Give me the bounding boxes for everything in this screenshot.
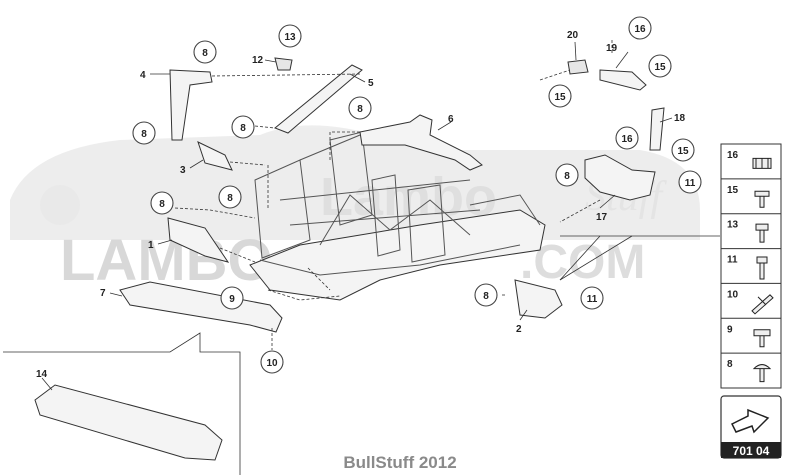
svg-text:8: 8 (483, 291, 489, 302)
legend-item-number: 9 (727, 324, 733, 335)
svg-text:15: 15 (677, 146, 689, 157)
diagram-code-box: 701 04 (720, 395, 782, 459)
watermark-main: LAMBO (60, 228, 273, 293)
arrow-icon (730, 408, 770, 434)
bolt-long-icon (756, 256, 768, 280)
svg-text:11: 11 (685, 178, 696, 189)
svg-text:9: 9 (229, 294, 235, 305)
label-6: 6 (448, 114, 454, 125)
svg-text:16: 16 (634, 24, 646, 35)
legend-row: 9 (721, 317, 781, 348)
legend-row: 16 (727, 150, 772, 169)
label-19: 19 (606, 43, 618, 54)
callout-16: 16 (628, 16, 652, 40)
legend-row: 13 (721, 213, 781, 243)
flange-bolt-icon (753, 329, 771, 348)
callout-15: 15 (671, 138, 695, 162)
part-17-bracket (584, 154, 656, 201)
label-2: 2 (516, 324, 522, 335)
callout-13: 13 (278, 24, 302, 48)
legend-row: 11 (721, 248, 781, 280)
grommet-icon (752, 157, 772, 169)
svg-text:8: 8 (202, 48, 208, 59)
callout-8: 8 (218, 185, 242, 209)
part-4-pillar (169, 69, 213, 141)
svg-text:13: 13 (284, 32, 296, 43)
callout-10: 10 (260, 350, 284, 374)
part-3-bracket (197, 141, 233, 171)
part-6-crossmember (359, 114, 483, 171)
bolt-washer-icon (751, 294, 774, 315)
label-18: 18 (674, 113, 686, 124)
legend-item-number: 11 (727, 255, 738, 266)
diagram-code: 701 04 (733, 444, 770, 458)
callout-8: 8 (231, 115, 255, 139)
label-5: 5 (368, 78, 374, 89)
callout-8: 8 (348, 96, 372, 120)
callout-8: 8 (132, 121, 156, 145)
part-5-strut (274, 64, 363, 134)
inset-part-14 (3, 332, 241, 475)
flange-screw-icon (752, 364, 772, 383)
callout-8: 8 (474, 283, 498, 307)
bolt-icon (755, 223, 769, 243)
svg-text:10: 10 (266, 358, 278, 369)
footer-copyright: BullStuff 2012 (343, 453, 456, 472)
front-frame-assembly (249, 131, 546, 301)
callout-11: 11 (580, 286, 604, 310)
part-2-bracket (514, 279, 563, 319)
legend-row: 15 (721, 178, 781, 208)
part-7-front-beam (119, 281, 283, 333)
callout-15: 15 (648, 54, 672, 78)
part-19-arm (599, 69, 647, 91)
callout-8: 8 (193, 40, 217, 64)
legend-row: 8 (721, 352, 781, 383)
callout-16: 16 (615, 126, 639, 150)
callout-15: 15 (548, 84, 572, 108)
svg-text:15: 15 (654, 62, 666, 73)
svg-text:8: 8 (159, 199, 165, 210)
svg-text:11: 11 (587, 294, 598, 305)
svg-text:8: 8 (564, 171, 570, 182)
callout-8: 8 (555, 163, 579, 187)
label-4: 4 (140, 70, 146, 81)
svg-text:16: 16 (621, 134, 633, 145)
svg-text:8: 8 (357, 104, 363, 115)
legend-item-number: 15 (727, 185, 739, 196)
legend-item-number: 8 (727, 359, 733, 370)
label-20: 20 (567, 30, 579, 41)
callout-8: 8 (150, 191, 174, 215)
svg-text:15: 15 (554, 92, 566, 103)
hardware-legend: 16 15 13 11 10 9 8 (720, 143, 782, 389)
svg-text:8: 8 (141, 129, 147, 140)
legend-row: 10 (721, 282, 781, 315)
label-17: 17 (596, 212, 608, 223)
part-14-beam (34, 384, 223, 461)
screw-icon (754, 190, 770, 208)
legend-item-number: 13 (727, 220, 739, 231)
svg-text:8: 8 (240, 123, 246, 134)
callout-11: 11 (678, 170, 702, 194)
label-14: 14 (36, 369, 48, 380)
svg-text:8: 8 (227, 193, 233, 204)
label-3: 3 (180, 165, 186, 176)
callout-9: 9 (220, 286, 244, 310)
part-12-clip (274, 57, 293, 71)
legend-item-number: 10 (727, 289, 739, 300)
part-20-clip (567, 59, 589, 75)
legend-item-number: 16 (727, 150, 739, 161)
label-1: 1 (148, 240, 154, 251)
part-1-bracket (167, 217, 230, 263)
part-18-post (649, 107, 665, 151)
label-7: 7 (100, 288, 106, 299)
label-12: 12 (252, 55, 264, 66)
